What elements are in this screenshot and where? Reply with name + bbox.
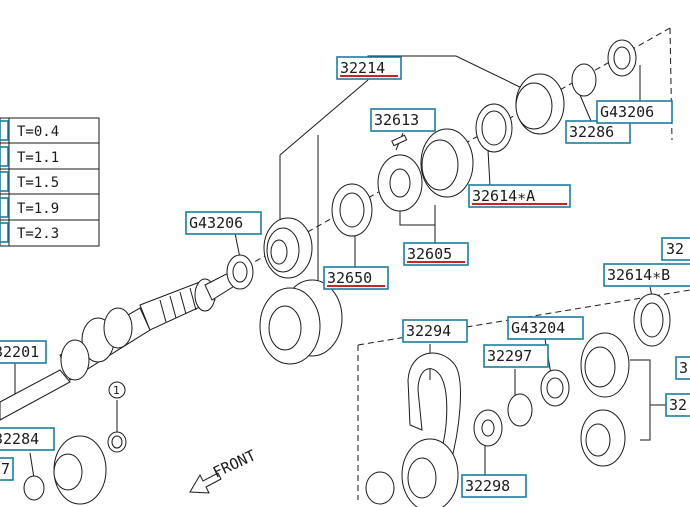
label-g43206-top: G43206: [600, 103, 654, 121]
table-row-3: T=1.5: [17, 175, 59, 191]
lower-gear-train: [365, 293, 671, 507]
part-labels: 32214 32613 32614∗A 32286 G43206 G43206 …: [0, 56, 690, 498]
label-7-edge: 7: [1, 460, 10, 478]
table-row-1: T=0.4: [17, 124, 59, 140]
lower-left-parts: 1: [23, 381, 127, 505]
label-32284: 32284: [0, 430, 39, 448]
label-32650: 32650: [327, 269, 372, 287]
label-32-top-edge: 32: [666, 240, 684, 258]
label-32201: 32201: [0, 343, 39, 361]
label-32614-b: 32614∗B: [607, 266, 670, 284]
callout-circle: [108, 381, 126, 399]
mainshaft: [0, 267, 245, 421]
label-32614-a: 32614∗A: [472, 187, 535, 205]
label-32605: 32605: [407, 245, 452, 263]
table-row-4: T=1.9: [17, 201, 59, 217]
label-3-edge: 3: [679, 359, 688, 377]
upper-gear-train: [226, 39, 637, 365]
table-row-5: T=2.3: [17, 226, 59, 242]
front-label: FRONT: [210, 446, 259, 481]
front-arrow: FRONT: [189, 446, 259, 494]
label-32298: 32298: [465, 477, 510, 495]
callout-number: 1: [113, 384, 120, 397]
label-g43204: G43204: [511, 319, 565, 337]
thickness-table: T=0.4 T=1.1 T=1.5 T=1.9 T=2.3: [0, 117, 100, 247]
label-32613: 32613: [374, 111, 419, 129]
table-row-2: T=1.1: [17, 150, 59, 166]
label-g43206-left: G43206: [189, 214, 243, 232]
label-32-edge: 32: [669, 396, 687, 414]
label-32297: 32297: [487, 347, 532, 365]
label-32214: 32214: [340, 59, 385, 77]
label-32294: 32294: [406, 322, 451, 340]
label-32286: 32286: [569, 123, 614, 141]
